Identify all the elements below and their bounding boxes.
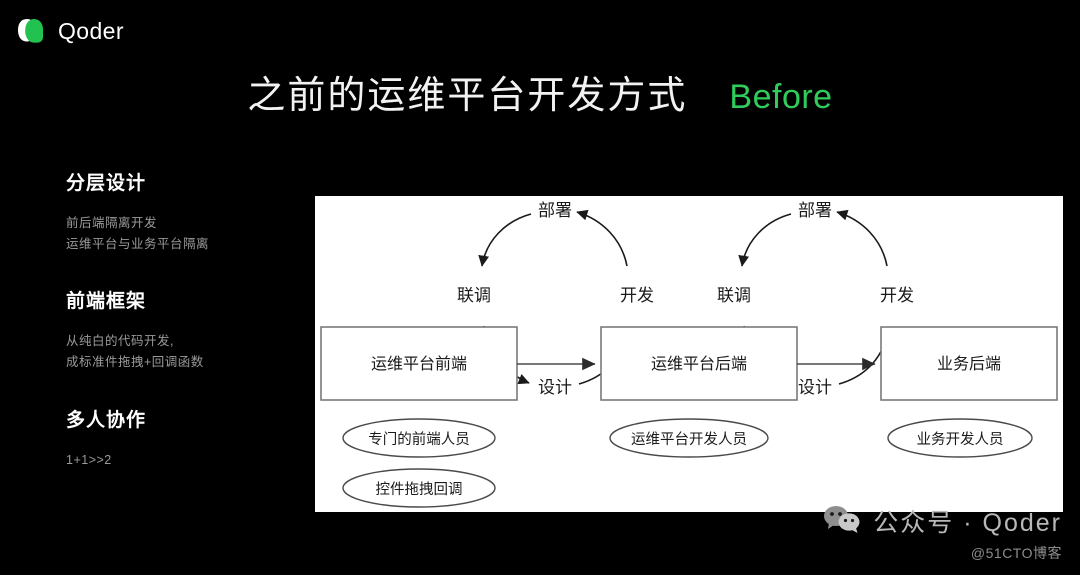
role-ellipse-business-devs: 业务开发人员	[887, 418, 1033, 458]
feature-heading: 分层设计	[66, 173, 147, 194]
cycle-label-integration: 联调	[457, 286, 491, 305]
feature-item-collaboration: 多人协作 1+1>>2	[66, 405, 296, 471]
role-ellipse-frontend-staff: 专门的前端人员	[342, 418, 496, 458]
feature-line: 1+1>>2	[66, 452, 112, 467]
feature-line: 运维平台与业务平台隔离	[66, 236, 210, 251]
diagram-panel: 部署 联调 设计 开发 部署 联调 设计 开发 运维平台前端 运维平台后端	[315, 196, 1063, 512]
role-ellipse-label: 运维平台开发人员	[631, 431, 747, 448]
role-ellipse-label: 专门的前端人员	[368, 431, 470, 448]
feature-heading: 多人协作	[66, 409, 147, 431]
title-english: Before	[729, 78, 833, 116]
process-box-label: 运维平台前端	[371, 355, 467, 373]
wechat-icon	[823, 504, 861, 539]
role-ellipse-widget-callback: 控件拖拽回调	[342, 468, 496, 508]
role-ellipse-platform-devs: 运维平台开发人员	[609, 418, 769, 458]
feature-line: 前后端隔离开发	[66, 216, 158, 230]
feature-line: 成标准件拖拽+回调函数	[66, 354, 204, 369]
process-box-backend: 运维平台后端	[600, 326, 798, 401]
cycle-label-design: 设计	[798, 378, 832, 397]
brand-logo: Qoder	[14, 14, 124, 48]
feature-item-layered-design: 分层设计 前后端隔离开发 运维平台与业务平台隔离	[66, 168, 296, 254]
cycle-label-develop: 开发	[880, 286, 914, 305]
cycle-label-develop: 开发	[620, 286, 654, 305]
feature-line: 从纯白的代码开发,	[66, 334, 174, 349]
role-ellipse-label: 业务开发人员	[917, 431, 1004, 448]
cycle-label-design: 设计	[538, 378, 572, 397]
process-box-label: 业务后端	[937, 355, 1001, 373]
cycle-label-integration: 联调	[717, 286, 751, 305]
feature-list: 分层设计 前后端隔离开发 运维平台与业务平台隔离 前端框架 从纯白的代码开发, …	[66, 168, 296, 470]
role-ellipse-label: 控件拖拽回调	[376, 481, 463, 498]
slide-title: 之前的运维平台开发方式 Before	[0, 64, 1080, 119]
watermark: 公众号 · Qoder	[823, 503, 1062, 539]
brand-name: Qoder	[58, 17, 124, 44]
qoder-logo-icon	[14, 14, 48, 48]
process-box-label: 运维平台后端	[651, 355, 747, 373]
process-box-frontend: 运维平台前端	[320, 326, 518, 401]
cycle-diagram-1: 部署 联调 设计 开发	[457, 201, 654, 397]
watermark-subtext: @51CTO博客	[970, 545, 1062, 561]
diagram-svg: 部署 联调 设计 开发 部署 联调 设计 开发 运维平台前端 运维平台后端	[320, 201, 1058, 508]
process-box-business: 业务后端	[880, 326, 1058, 401]
cycle-label-deploy: 部署	[538, 201, 572, 220]
cycle-label-deploy: 部署	[798, 201, 832, 220]
watermark-text: 公众号 · Qoder	[873, 509, 1062, 537]
feature-heading: 前端框架	[66, 291, 147, 313]
feature-item-frontend-framework: 前端框架 从纯白的代码开发, 成标准件拖拽+回调函数	[66, 286, 296, 372]
title-chinese: 之前的运维平台开发方式	[247, 75, 688, 117]
